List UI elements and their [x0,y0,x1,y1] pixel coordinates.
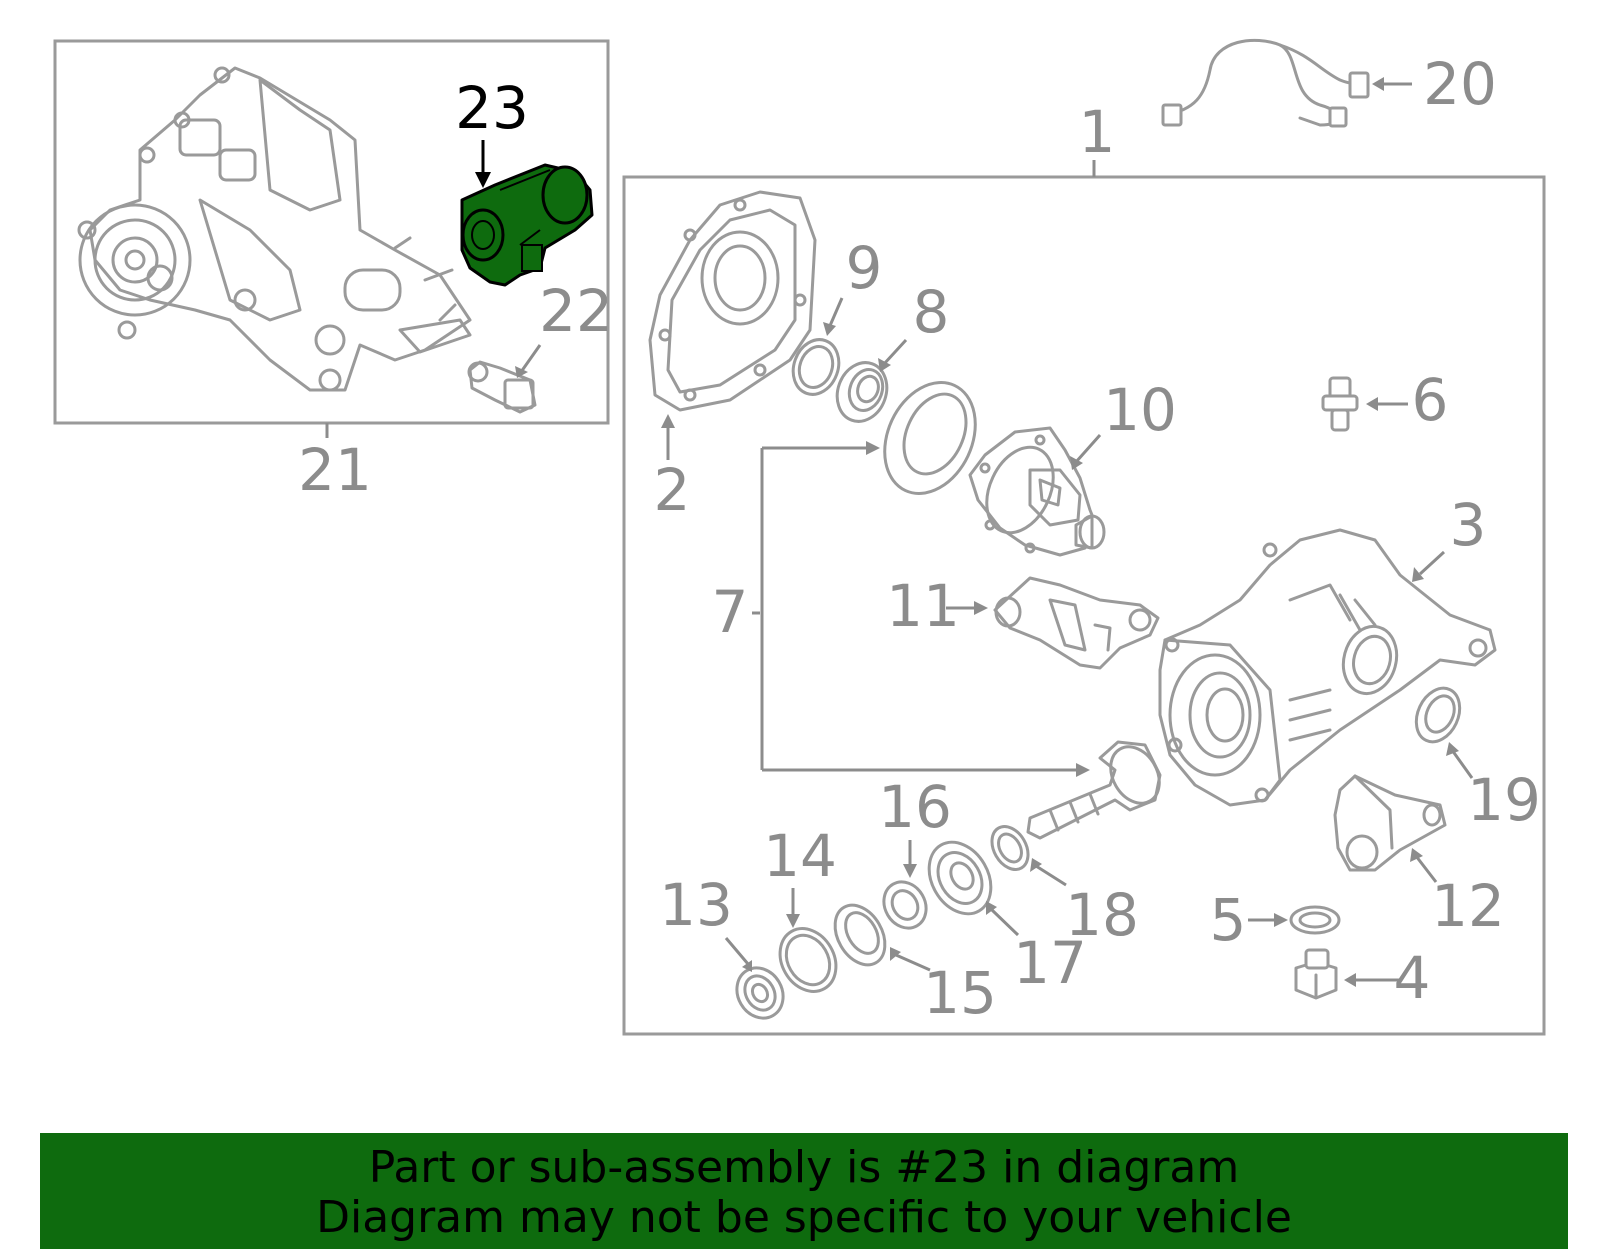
spacer-16 [882,880,928,930]
callout-1: 1 [1079,98,1116,166]
sensor-22 [467,360,537,414]
callout-16: 16 [878,773,952,841]
ring-18 [990,825,1030,871]
ring-gear-7 [883,381,977,495]
differential-case-10 [968,426,1106,557]
callout-12: 12 [1431,872,1505,940]
callout-18: 18 [1065,881,1139,949]
callout-21: 21 [298,436,372,504]
callout-23: 23 [455,74,529,142]
callout-17: 17 [1013,929,1087,997]
cover-2 [648,190,817,412]
callout-11: 11 [886,572,960,640]
banner-part-note: Part or sub-assembly is #23 in diagram [368,1142,1240,1193]
main-assembly-box-1 [622,175,1546,1036]
mount-12 [1333,774,1447,872]
subassembly-box-21 [53,39,610,425]
callout-10: 10 [1103,376,1177,444]
nut-13 [735,966,785,1020]
housing-3 [1158,528,1497,807]
info-banner: Part or sub-assembly is #23 in diagram D… [40,1133,1568,1249]
callout-13: 13 [659,871,733,939]
wire-harness-20 [1161,38,1370,128]
bearing-8 [835,361,889,423]
plug-6 [1321,376,1359,432]
banner-disclaimer: Diagram may not be specific to your vehi… [316,1192,1292,1243]
callout-4: 4 [1394,944,1431,1012]
drain-plug-4 [1294,948,1338,1000]
callout-6: 6 [1412,366,1449,434]
washer-5 [1289,905,1341,935]
callout-14: 14 [763,822,837,890]
bearing-17 [927,840,993,916]
mount-11 [993,576,1160,670]
callout-20: 20 [1423,50,1497,118]
callout-15: 15 [923,959,997,1027]
seal-19 [1414,686,1462,744]
pinion-shaft-7 [1026,740,1162,840]
callout-19: 19 [1467,766,1541,834]
callout-7: 7 [712,578,749,646]
differential-assembly-21 [77,66,472,392]
callout-2: 2 [654,456,691,524]
callout-3: 3 [1450,491,1487,559]
callout-8: 8 [913,278,950,346]
callout-9: 9 [846,234,883,302]
callout-5: 5 [1210,886,1247,954]
bearing-15 [833,903,887,967]
ring-9 [791,338,841,396]
actuator-23-highlighted[interactable] [460,163,594,287]
seal-14 [778,927,838,993]
callout-22: 22 [539,277,613,345]
